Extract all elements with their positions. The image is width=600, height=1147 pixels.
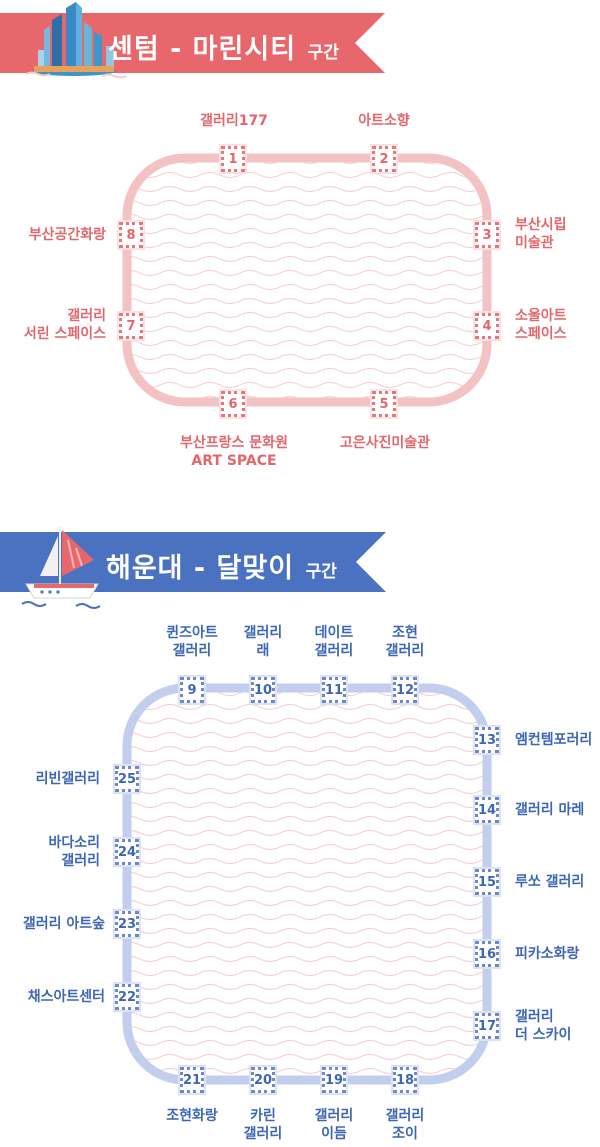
stop-number: 10 bbox=[249, 675, 277, 705]
sailboat-icon bbox=[21, 526, 101, 609]
stop-number: 6 bbox=[219, 389, 247, 419]
stop-label: 갤러리177 bbox=[200, 113, 268, 129]
stop-number: 20 bbox=[249, 1065, 277, 1095]
stop-number: 19 bbox=[320, 1065, 348, 1095]
stop-label: 채스아트센터 bbox=[27, 989, 105, 1005]
section-title-suffix: 구간 bbox=[307, 43, 339, 63]
stop-number: 15 bbox=[473, 867, 501, 897]
stop-number: 24 bbox=[113, 837, 141, 867]
banner-background bbox=[0, 532, 386, 592]
stop-label: 부산공간화랑 bbox=[28, 227, 106, 243]
stop-label: 조현화랑 bbox=[166, 1108, 218, 1124]
stop-number: 8 bbox=[117, 220, 145, 250]
stop-number: 2 bbox=[370, 144, 398, 174]
stop-label: 부산시립 미술관 bbox=[515, 217, 567, 251]
stop-number: 17 bbox=[473, 1011, 501, 1041]
stop-label: 갤러리 더 스카이 bbox=[515, 1009, 572, 1043]
stop-label: 부산프랑스 문화원 ART SPACE bbox=[180, 435, 288, 469]
stop-label: 리빈갤러리 bbox=[35, 771, 100, 787]
stop-label: 아트소향 bbox=[358, 113, 410, 129]
stop-label: 갤러리 아트숲 bbox=[22, 916, 105, 932]
skyscraper-icon bbox=[25, 2, 127, 79]
stop-label: 고은사진미술관 bbox=[339, 435, 431, 451]
stop-number: 18 bbox=[391, 1065, 419, 1095]
stop-label: 갤러리 조이 bbox=[385, 1108, 425, 1142]
stop-number: 5 bbox=[370, 389, 398, 419]
stop-label: 데이트 갤러리 bbox=[314, 625, 354, 659]
stop-label: 엠컨템포러리 bbox=[515, 732, 593, 748]
stop-number: 21 bbox=[178, 1065, 206, 1095]
route-loop bbox=[122, 153, 492, 407]
stop-label: 피카소화랑 bbox=[515, 946, 580, 962]
section-title: 센텀 - 마린시티 구간 bbox=[108, 27, 339, 66]
stop-number: 25 bbox=[113, 764, 141, 794]
stop-label: 소울아트 스페이스 bbox=[515, 308, 567, 342]
stop-number: 16 bbox=[473, 939, 501, 969]
stop-number: 1 bbox=[219, 144, 247, 174]
section-title-main: 센텀 - 마린시티 bbox=[108, 34, 297, 65]
stop-label: 갤러리 마레 bbox=[515, 802, 585, 818]
stop-number: 4 bbox=[473, 311, 501, 341]
stop-number: 13 bbox=[473, 725, 501, 755]
stop-label: 조현 갤러리 bbox=[385, 625, 425, 659]
stop-label: 카린 갤러리 bbox=[243, 1108, 283, 1142]
stop-number: 14 bbox=[473, 795, 501, 825]
stop-number: 7 bbox=[117, 311, 145, 341]
stop-label: 갤러리 이듬 bbox=[314, 1108, 354, 1142]
stop-label: 바다소리 갤러리 bbox=[48, 835, 100, 869]
section-title-main: 해운대 - 달맞이 bbox=[106, 553, 295, 584]
section-title: 해운대 - 달맞이 구간 bbox=[106, 546, 337, 585]
stop-number: 23 bbox=[113, 909, 141, 939]
stop-number: 9 bbox=[178, 675, 206, 705]
stop-label: 루쏘 갤러리 bbox=[515, 874, 585, 890]
stop-number: 11 bbox=[320, 675, 348, 705]
section-title-suffix: 구간 bbox=[305, 562, 337, 582]
stop-number: 22 bbox=[113, 982, 141, 1012]
stop-number: 12 bbox=[391, 675, 419, 705]
stop-label: 퀸즈아트 갤러리 bbox=[166, 625, 218, 659]
stop-number: 3 bbox=[473, 220, 501, 250]
stop-label: 갤러리 서린 스페이스 bbox=[23, 308, 106, 342]
stop-label: 갤러리 래 bbox=[243, 625, 283, 659]
